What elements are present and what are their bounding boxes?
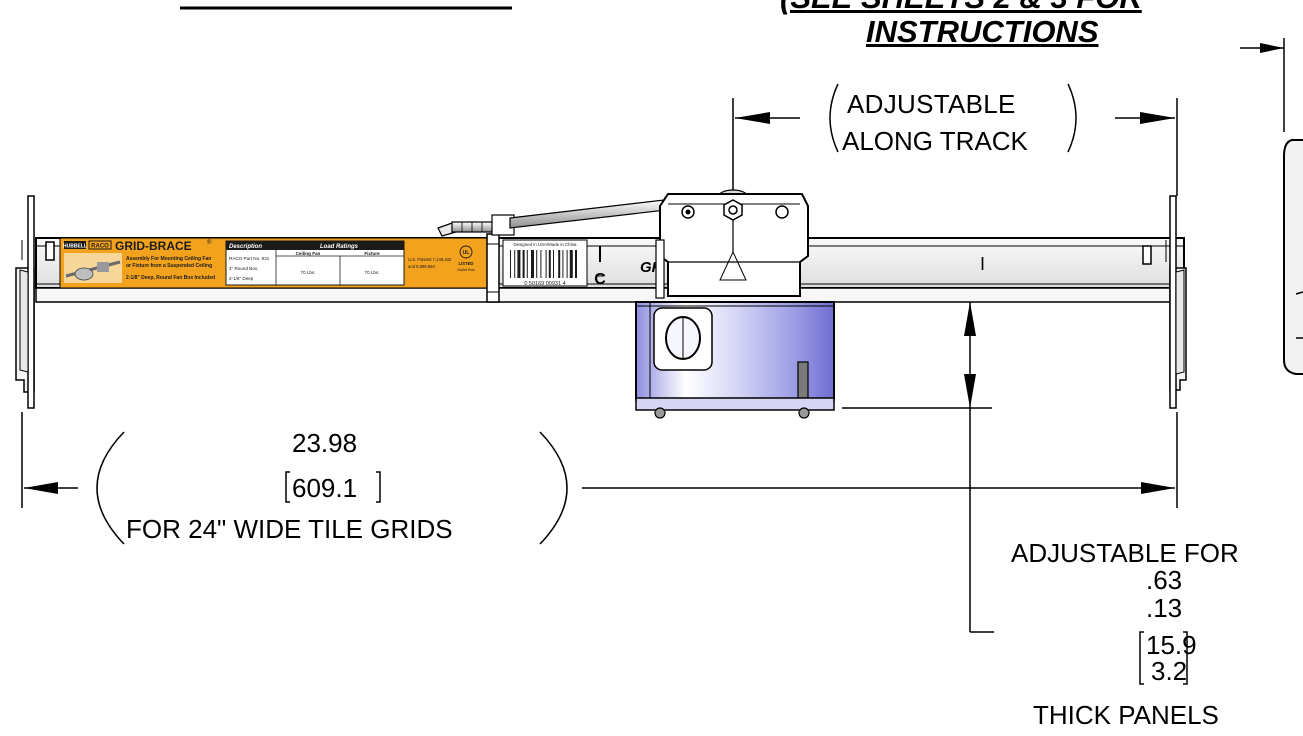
panel-dimension-lines [842,302,1188,685]
barcode-bar [545,250,547,278]
panel-dim-mm-max: 15.9 [1146,630,1197,660]
header-line2: INSTRUCTIONS [866,14,1099,49]
width-dim-inch: 23.98 [292,428,358,458]
label-table-desc-head: Description [229,244,262,250]
barcode-label: Designed in USA/Made in China 0 50169 00… [502,239,588,287]
adjacent-part-view [1240,38,1303,375]
label-brand-a: HUBBELL [63,244,87,250]
barcode-bar [514,250,516,278]
width-dim-note: FOR 24" WIDE TILE GRIDS [126,514,453,544]
label-part-line1: RACO Part No. 931 [229,256,270,261]
centerline-mark: C [594,246,606,288]
panel-dim-inch-min: .13 [1146,593,1183,623]
mounting-bracket [655,189,809,299]
label-table-load-head: Load Ratings [320,244,359,250]
svg-text:UL: UL [463,250,470,256]
barcode-bar [562,250,564,278]
label-brand-b: RACO [91,244,109,250]
barcode-bar [510,250,511,278]
barcode-bar [566,250,568,278]
left-end-clip [15,195,35,409]
panel-dim-title: ADJUSTABLE FOR [1011,538,1239,568]
label-fixture-load: 70 Lbs. [364,270,379,275]
barcode-bar [517,250,521,278]
right-end-clip [1165,195,1187,409]
label-desc-line2: or Fixture from a Suspended Ceiling [126,263,212,269]
barcode-bar [569,250,573,278]
ul-listing-icon [459,245,473,259]
fan-box [635,301,835,419]
track-dim-line1: ADJUSTABLE [847,89,1016,119]
width-dimension-lines [21,412,1178,545]
barcode-number: 0 50169 00931 4 [524,281,565,287]
hubbell-logo [64,241,86,249]
clamp-band [486,233,500,303]
barcode-bar [558,250,561,278]
adjustment-rod [437,199,667,237]
label-part-line2: 4" Round Box, [229,266,258,271]
label-fan-load: 70 Lbs. [300,270,315,275]
centerline-symbol: C [594,271,606,288]
label-patents-line2: and 8,889,984 [408,264,435,269]
barcode-bar [553,250,554,278]
product-label: HUBBELL RACO GRID-BRACE ® Assembly For M… [59,237,491,289]
barcode-bar [540,250,542,278]
barcode-bar [531,250,534,278]
barcode [510,250,577,278]
label-made-in: Designed in USA/Made in China [514,242,578,247]
barcode-bar [548,250,551,278]
raco-logo [88,240,112,250]
barcode-bar [522,250,525,278]
barcode-bar [536,250,538,278]
panel-dim-mm-min: 3.2 [1151,656,1188,686]
label-part-line3: 2-1/8" Deep [229,276,254,281]
header-line1: (SEE SHEETS 2 & 3 FOR [780,0,1142,16]
barcode-bar [526,250,528,278]
label-desc-line3: 2-1/8" Deep, Round Fan Box Included [126,275,215,281]
width-dim-mm: 609.1 [292,473,358,503]
track-dim-line2: ALONG TRACK [842,126,1028,156]
product-thumbnail [64,253,122,283]
panel-dim-suffix: THICK PANELS [1033,700,1219,730]
label-patents-line1: U.S. Patents 7,148,432 [408,257,452,262]
panel-dim-inch-max: .63 [1146,565,1183,595]
barcode-bar [575,250,577,278]
label-desc-line1: Assembly For Mounting Ceiling Fan [126,256,211,262]
label-listing: LISTED [459,261,474,266]
label-col-fixture: Fixture [364,251,380,256]
svg-text:®: ® [207,239,212,246]
label-col-fan: Ceiling Fan [296,251,321,256]
label-listing-sub: Outlet Box [457,268,475,272]
track-dimension-lines [732,83,1178,196]
label-product-name: GRID-BRACE [115,239,192,253]
track-mark-right: I [980,254,985,274]
